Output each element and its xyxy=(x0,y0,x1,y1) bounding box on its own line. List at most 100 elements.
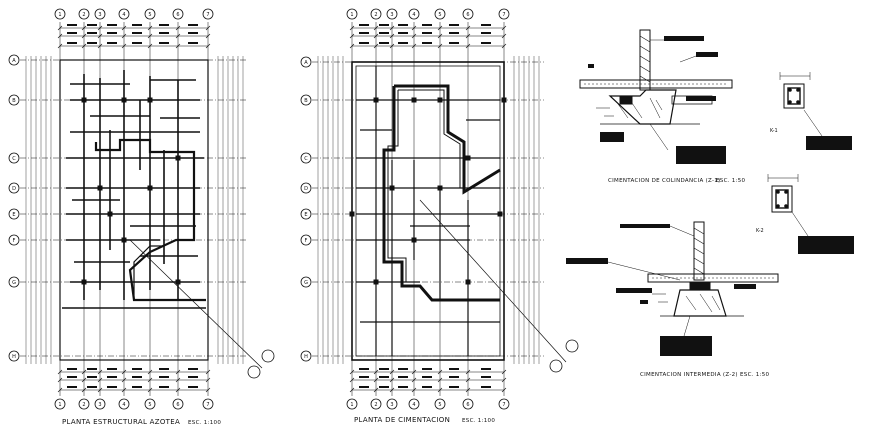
dimension-text-mark xyxy=(359,386,369,388)
dimension-tick xyxy=(389,25,395,31)
dimension-text-mark xyxy=(422,24,432,26)
dimension-tick xyxy=(501,25,507,31)
dimension-text-mark xyxy=(107,32,117,34)
grid-row-bubble: C xyxy=(8,152,20,164)
foundation-column xyxy=(437,97,443,103)
dimension-tick xyxy=(175,43,181,49)
dimension-text-mark xyxy=(398,24,408,26)
dimension-text-mark xyxy=(159,42,169,44)
dimension-text-mark xyxy=(422,32,432,34)
dimension-tick xyxy=(81,387,87,393)
svg-text:4: 4 xyxy=(122,402,125,408)
svg-text:5: 5 xyxy=(148,12,151,18)
dimension-tick xyxy=(57,43,63,49)
svg-text:5: 5 xyxy=(438,402,441,408)
grid-column-bubble: 5 xyxy=(144,398,156,410)
foundation-column xyxy=(373,279,379,285)
foundation-dimension-chains xyxy=(349,24,507,393)
dimension-text-mark xyxy=(481,376,491,378)
grid-row-bubble: D xyxy=(300,182,312,194)
dimension-tick xyxy=(411,369,417,375)
grid-column-bubble: 1 xyxy=(346,398,358,410)
grid-column-bubble: 4 xyxy=(118,398,130,410)
dimension-tick xyxy=(501,387,507,393)
dimension-tick xyxy=(411,377,417,383)
svg-text:A: A xyxy=(304,60,308,66)
dimension-text-mark xyxy=(449,42,459,44)
foundation-column xyxy=(389,185,395,191)
dimension-text-mark xyxy=(422,386,432,388)
foundation-cut-bubble xyxy=(565,339,579,353)
grid-row-bubble: G xyxy=(8,276,20,288)
roof-grid-lines xyxy=(20,22,248,396)
grid-row-bubble: G xyxy=(300,276,312,288)
dimension-text-mark xyxy=(359,24,369,26)
dimension-tick xyxy=(97,377,103,383)
dimension-text-mark xyxy=(449,32,459,34)
roof-column xyxy=(81,97,87,103)
svg-text:B: B xyxy=(12,98,16,104)
dimension-text-mark xyxy=(67,42,77,44)
dimension-text-mark xyxy=(132,386,142,388)
dimension-text-mark xyxy=(67,32,77,34)
dimension-text-mark xyxy=(132,24,142,26)
grid-column-bubble: 6 xyxy=(462,398,474,410)
svg-text:7: 7 xyxy=(206,12,209,18)
dimension-text-mark xyxy=(67,368,77,370)
dimension-tick xyxy=(81,43,87,49)
grid-row-bubble: H xyxy=(8,350,20,362)
dimension-tick xyxy=(389,33,395,39)
svg-text:3: 3 xyxy=(98,12,101,18)
dimension-tick xyxy=(121,369,127,375)
roof-beams xyxy=(62,70,206,309)
grid-row-bubble: F xyxy=(8,234,20,246)
dimension-text-mark xyxy=(188,24,198,26)
foundation-footings xyxy=(349,66,507,356)
dimension-tick xyxy=(121,33,127,39)
dimension-text-mark xyxy=(359,368,369,370)
foundation-section-cut-line xyxy=(419,199,567,363)
dimension-tick xyxy=(205,33,211,39)
dimension-tick xyxy=(349,369,355,375)
grid-column-bubble: 2 xyxy=(78,8,90,20)
svg-text:5: 5 xyxy=(438,12,441,18)
dimension-text-mark xyxy=(159,24,169,26)
svg-text:B: B xyxy=(304,98,308,104)
dimension-tick xyxy=(97,387,103,393)
svg-text:7: 7 xyxy=(502,402,505,408)
dimension-text-mark xyxy=(449,386,459,388)
svg-text:D: D xyxy=(12,186,16,192)
dimension-tick xyxy=(175,369,181,375)
dimension-text-mark xyxy=(449,368,459,370)
dimension-text-mark xyxy=(87,32,97,34)
grid-column-bubble: 5 xyxy=(144,8,156,20)
grid-column-bubble: 1 xyxy=(54,398,66,410)
dimension-tick xyxy=(389,387,395,393)
dimension-text-mark xyxy=(107,376,117,378)
svg-text:2: 2 xyxy=(374,12,377,18)
dimension-tick xyxy=(147,387,153,393)
dimension-tick xyxy=(121,43,127,49)
dimension-text-mark xyxy=(379,42,389,44)
dimension-tick xyxy=(465,377,471,383)
z1-detail-title: CIMENTACION DE COLINDANCIA (Z-1) xyxy=(608,178,721,184)
svg-text:7: 7 xyxy=(502,12,505,18)
dimension-text-mark xyxy=(422,42,432,44)
detail-z1-boundary-footing: CIMENTACION DE COLINDANCIA (Z-1) ESC. 1:… xyxy=(579,29,745,184)
dimension-text-mark xyxy=(159,386,169,388)
dimension-text-mark xyxy=(132,368,142,370)
dimension-tick xyxy=(121,387,127,393)
svg-text:E: E xyxy=(12,212,15,218)
roof-column xyxy=(147,185,153,191)
svg-text:4: 4 xyxy=(122,12,125,18)
dimension-text-mark xyxy=(481,32,491,34)
foundation-column xyxy=(411,97,417,103)
svg-text:1: 1 xyxy=(350,402,353,408)
dimension-tick xyxy=(97,369,103,375)
z1-beam-section xyxy=(619,95,633,105)
dimension-tick xyxy=(349,377,355,383)
dimension-text-mark xyxy=(159,368,169,370)
roof-column xyxy=(97,185,103,191)
